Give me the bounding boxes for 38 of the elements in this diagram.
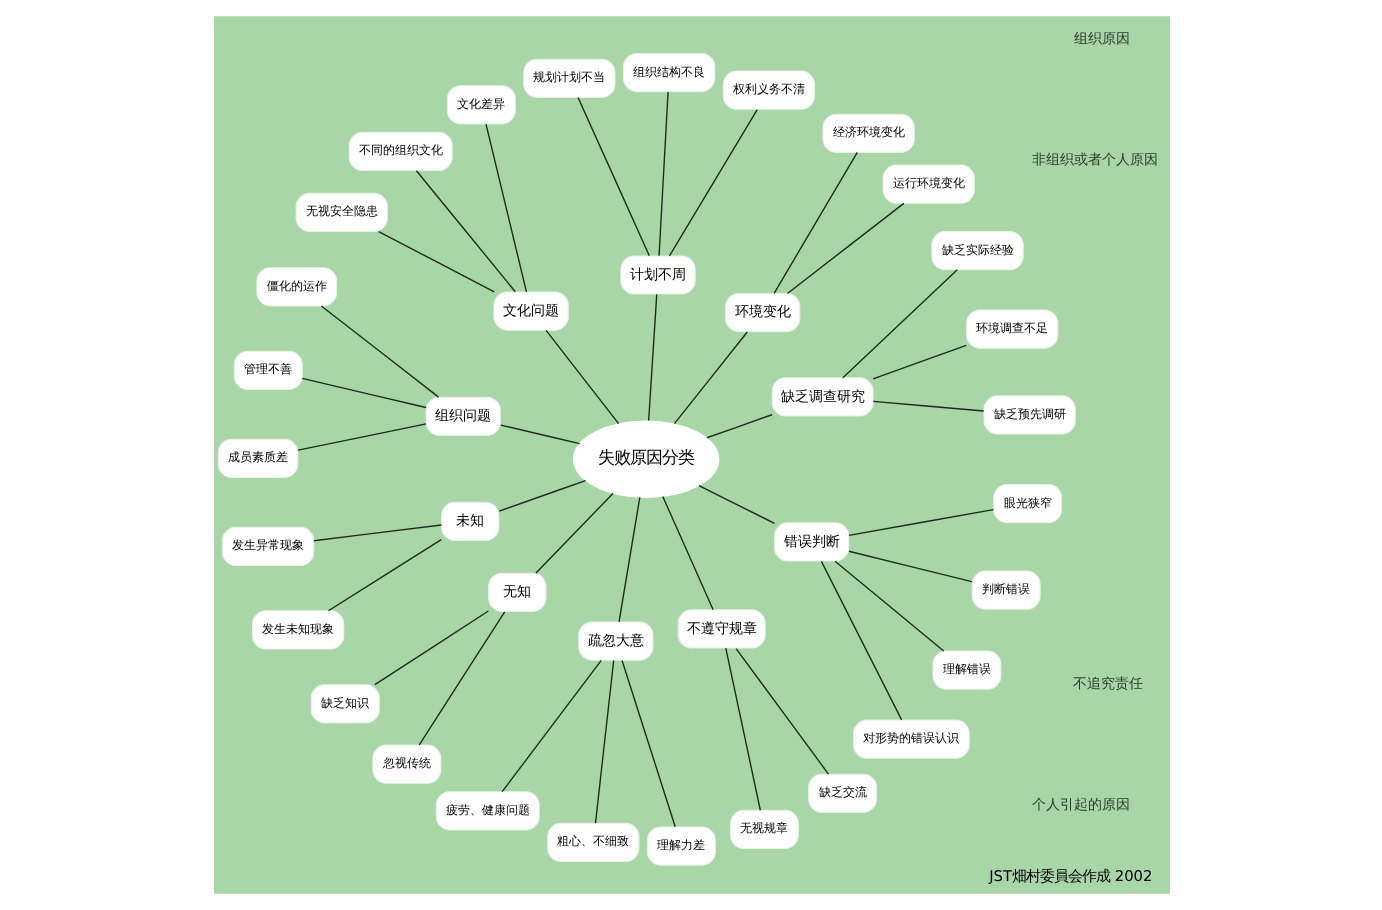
connector xyxy=(620,659,675,828)
connector xyxy=(847,509,994,537)
connector xyxy=(497,479,586,512)
connector xyxy=(544,329,619,425)
connector xyxy=(617,496,640,623)
connector xyxy=(576,96,649,257)
node-ellipse: 失败原因分类 xyxy=(572,420,719,498)
connector xyxy=(593,659,614,824)
connector xyxy=(847,550,972,583)
connector xyxy=(734,647,829,775)
connector xyxy=(661,495,713,611)
connector xyxy=(785,202,904,295)
connector xyxy=(672,331,747,425)
connector xyxy=(841,269,957,379)
connector xyxy=(833,560,944,652)
connector xyxy=(724,647,761,811)
connector xyxy=(819,560,902,721)
connector xyxy=(417,611,505,746)
connector xyxy=(500,659,601,793)
connector xyxy=(484,123,527,293)
connector xyxy=(319,305,439,398)
connector xyxy=(373,610,489,686)
connector xyxy=(871,400,984,412)
connector xyxy=(326,538,441,612)
connector xyxy=(646,293,657,422)
connector xyxy=(657,91,668,257)
connector xyxy=(772,151,857,294)
connector xyxy=(414,170,515,293)
connector xyxy=(871,344,966,380)
connector xyxy=(705,414,772,439)
connector xyxy=(377,230,494,293)
connector xyxy=(667,108,757,257)
connector xyxy=(697,484,775,525)
connector xyxy=(499,424,580,445)
connector xyxy=(312,524,442,542)
connector xyxy=(300,377,426,409)
connector xyxy=(534,492,613,574)
connector xyxy=(296,423,426,451)
